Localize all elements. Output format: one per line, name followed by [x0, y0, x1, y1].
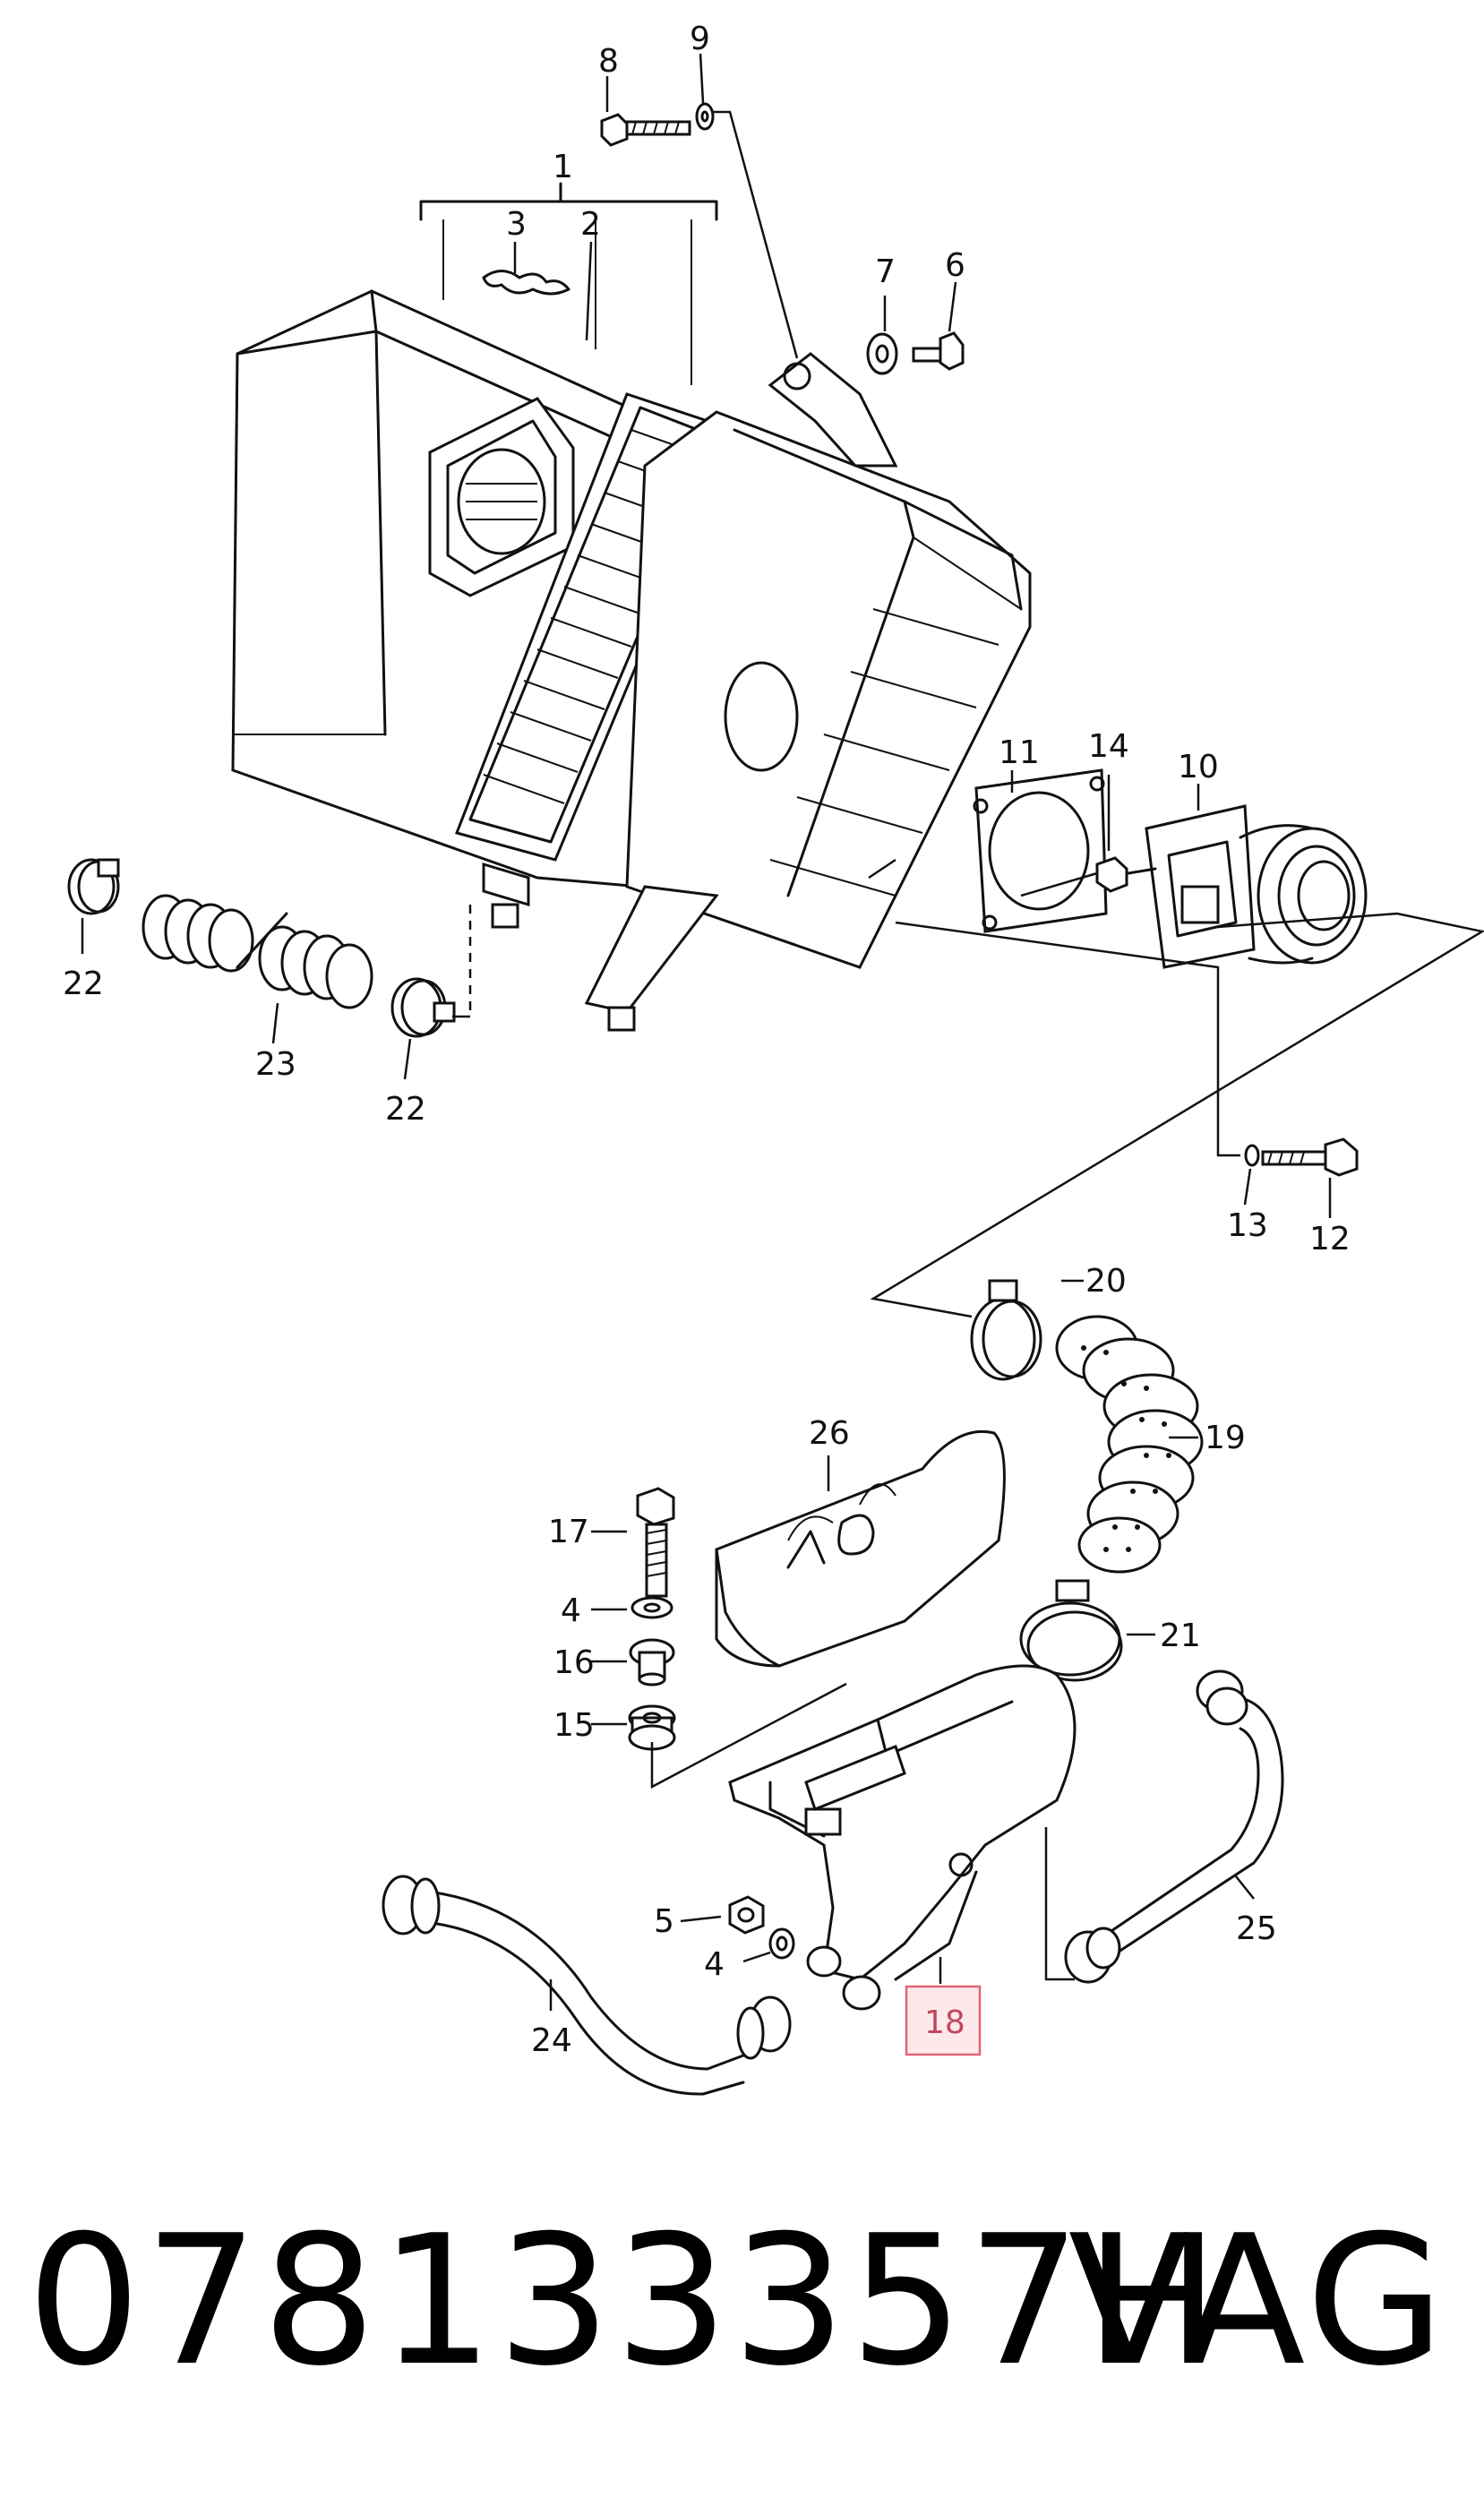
brand-name: VAG	[1068, 2197, 1448, 2406]
exploded-parts-diagram: 1 2 3 4 4 5 6 7 8 9 10 11 12 13 14 15 16…	[63, 21, 1484, 2096]
callout-16: 16	[553, 1644, 595, 1681]
caption-bar: 078133357H VAG	[0, 2185, 1484, 2454]
callout-17: 17	[548, 1514, 589, 1550]
callout-8: 8	[598, 43, 619, 80]
nut-5	[728, 1895, 765, 1935]
callout-10: 10	[1178, 749, 1219, 785]
bolt-8	[600, 113, 691, 147]
callout-1: 1	[553, 149, 573, 185]
callout-12: 12	[1309, 1221, 1351, 1257]
callout-2: 2	[580, 206, 601, 243]
bolt-12	[1261, 1137, 1359, 1177]
screw-6	[912, 331, 965, 371]
washer-4-lower	[768, 1927, 795, 1960]
washer-13	[1244, 1144, 1260, 1167]
air-filter-housing	[231, 182, 1032, 1032]
callout-22-right: 22	[385, 1091, 426, 1128]
hose-25	[1064, 1669, 1284, 1984]
callout-25: 25	[1236, 1910, 1277, 1947]
callout-23: 23	[255, 1046, 296, 1083]
callout-21: 21	[1160, 1618, 1201, 1654]
clamp-20	[970, 1279, 1042, 1381]
air-mass-meter-10	[1127, 804, 1368, 969]
callout-7: 7	[875, 253, 896, 290]
callout-3: 3	[506, 206, 527, 243]
hose-23	[142, 894, 373, 1009]
callout-14: 14	[1088, 728, 1129, 765]
callout-19: 19	[1205, 1420, 1246, 1456]
callout-22-left: 22	[63, 965, 104, 1002]
clamp-22-right	[390, 977, 456, 1038]
callout-labels: 1 2 3 4 4 5 6 7 8 9 10 11 12 13 14 15 16…	[63, 21, 1351, 2059]
part-number: 078133357H	[27, 2197, 1223, 2406]
bolt-17	[636, 1487, 675, 1598]
grommet-7	[866, 332, 898, 375]
washer-9	[695, 102, 715, 131]
callout-18-highlight	[905, 1985, 982, 2056]
callout-5: 5	[654, 1903, 674, 1940]
callout-9: 9	[690, 21, 710, 57]
clip-3	[482, 270, 570, 296]
clamp-21	[1019, 1579, 1123, 1682]
clamp-22-left	[67, 858, 120, 915]
callout-24: 24	[531, 2022, 572, 2059]
callout-13: 13	[1227, 1207, 1268, 1244]
callout-4-lower: 4	[704, 1946, 725, 1983]
callout-leaders	[81, 53, 1332, 2011]
assembly-lines	[452, 110, 1484, 1981]
gasket-11	[973, 768, 1108, 933]
hose-19	[1055, 1315, 1204, 1574]
hose-24	[382, 1875, 792, 2096]
callout-26: 26	[809, 1415, 850, 1452]
nut-14	[1095, 856, 1128, 893]
engine-cover-26	[715, 1429, 1006, 1668]
callout-6: 6	[945, 247, 965, 284]
washer-4-upper	[630, 1596, 673, 1619]
callout-11: 11	[999, 734, 1040, 771]
callout-15: 15	[553, 1707, 595, 1744]
callout-20: 20	[1085, 1263, 1127, 1300]
callout-18: 18	[924, 2004, 965, 2041]
callout-4-upper: 4	[561, 1592, 581, 1629]
intake-pipe-18	[728, 1664, 1077, 2011]
spacer-16	[629, 1638, 675, 1686]
